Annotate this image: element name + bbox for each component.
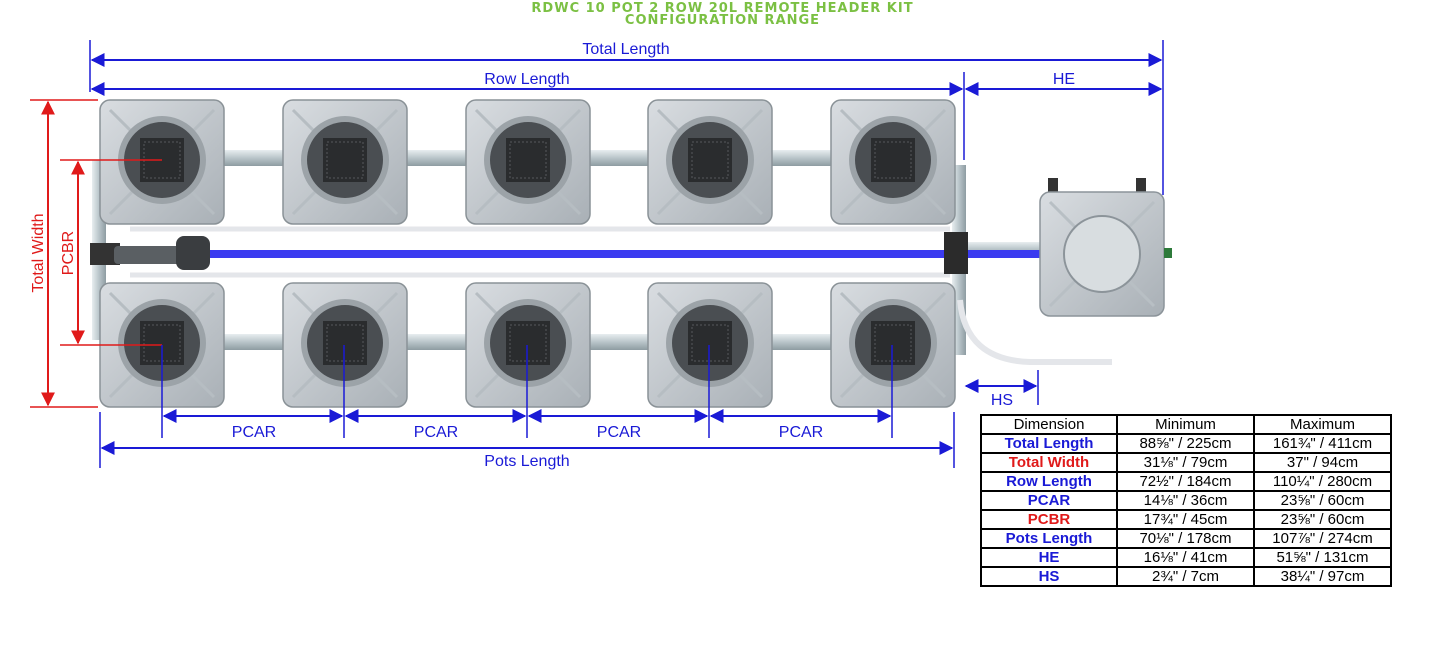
dimension-max: 23⅝" / 60cm: [1253, 490, 1392, 511]
dimension-name: HS: [980, 566, 1118, 587]
dimension-min: 31⅛" / 79cm: [1116, 452, 1255, 473]
dimension-name: HE: [980, 547, 1118, 568]
dimension-name: Row Length: [980, 471, 1118, 492]
pot: [647, 99, 773, 225]
pot: [647, 282, 773, 408]
dimension-max: 38¼" / 97cm: [1253, 566, 1392, 587]
dimension-name: PCBR: [980, 509, 1118, 530]
header-maximum: Maximum: [1253, 414, 1392, 435]
label-pcar-1: PCAR: [232, 424, 276, 441]
pot: [465, 282, 591, 408]
dimension-min: 16⅛" / 41cm: [1116, 547, 1255, 568]
label-total-length: Total Length: [582, 41, 669, 58]
pot-grid: [99, 99, 956, 408]
pot: [99, 99, 225, 225]
pot: [830, 99, 956, 225]
dimension-name: PCAR: [980, 490, 1118, 511]
dimension-max: 51⅝" / 131cm: [1253, 547, 1392, 568]
dimension-lines: [30, 40, 1164, 468]
label-pcar-3: PCAR: [597, 424, 641, 441]
water-line: [205, 250, 1040, 258]
label-total-width: Total Width: [30, 213, 47, 292]
label-pots-length: Pots Length: [484, 453, 569, 470]
dimension-max: 110¼" / 280cm: [1253, 471, 1392, 492]
dimension-min: 88⅝" / 225cm: [1116, 433, 1255, 454]
header-minimum: Minimum: [1116, 414, 1255, 435]
dimension-min: 72½" / 184cm: [1116, 471, 1255, 492]
dimension-name: Total Width: [980, 452, 1118, 473]
dimension-max: 37" / 94cm: [1253, 452, 1392, 473]
header-tank: [1039, 178, 1172, 317]
dimension-max: 161¾" / 411cm: [1253, 433, 1392, 454]
label-he: HE: [1053, 71, 1075, 88]
label-pcar-2: PCAR: [414, 424, 458, 441]
pot: [465, 99, 591, 225]
label-row-length: Row Length: [484, 71, 569, 88]
diagram-title: RDWC 10 POT 2 ROW 20L REMOTE HEADER KIT: [531, 1, 914, 16]
pot: [282, 282, 408, 408]
dimension-min: 2¾" / 7cm: [1116, 566, 1255, 587]
pot: [282, 99, 408, 225]
label-pcar-4: PCAR: [779, 424, 823, 441]
pot: [830, 282, 956, 408]
dimension-min: 70⅛" / 178cm: [1116, 528, 1255, 549]
table-header-row: Dimension Minimum Maximum: [980, 414, 1392, 435]
dimension-min: 14⅛" / 36cm: [1116, 490, 1255, 511]
pump-icon: [90, 232, 968, 274]
label-pcbr: PCBR: [60, 231, 77, 275]
dimension-max: 107⅞" / 274cm: [1253, 528, 1392, 549]
dimension-max: 23⅝" / 60cm: [1253, 509, 1392, 530]
dimension-name: Pots Length: [980, 528, 1118, 549]
dimension-min: 17¾" / 45cm: [1116, 509, 1255, 530]
header-dimension: Dimension: [980, 414, 1118, 435]
dimension-name: Total Length: [980, 433, 1118, 454]
diagram-subtitle: CONFIGURATION RANGE: [624, 13, 821, 28]
label-hs: HS: [991, 392, 1013, 409]
